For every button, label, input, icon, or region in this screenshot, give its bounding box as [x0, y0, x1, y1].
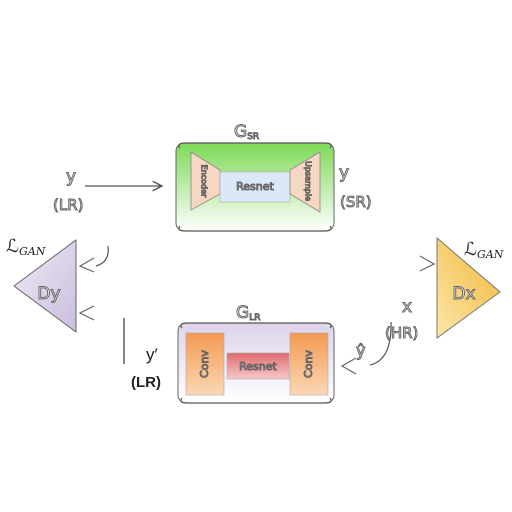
ysr-to-dy-curve: [95, 245, 109, 267]
ysr-to-dy-arrowhead: [78, 257, 95, 273]
y-lr-symbol: y: [66, 167, 76, 187]
dy-loss: ℒGAN: [6, 236, 46, 258]
glr-conv-left-label: Conv: [198, 350, 211, 378]
glr-bracket-bottom: [180, 397, 332, 404]
dy-loss-sub: GAN: [19, 245, 46, 258]
gsr-upsample-label: Upsample: [304, 161, 313, 201]
dy-discriminator: Dy ℒGAN: [6, 236, 77, 333]
gsr-bracket-top: [178, 142, 332, 149]
gsr-title-sub: SR: [247, 132, 259, 142]
dx-label: Dx: [452, 284, 475, 304]
glr-resnet-label: Resnet: [239, 360, 277, 373]
y-sr-symbol: y: [339, 163, 349, 183]
y-hat-symbol: ŷ: [356, 341, 365, 360]
glr-conv-right-label: Conv: [302, 350, 315, 378]
yprime-to-dy-arrowhead: [78, 305, 95, 321]
glr-title-main: G: [236, 303, 249, 323]
dx-loss: ℒGAN: [464, 239, 504, 261]
gsr-resnet-label: Resnet: [236, 180, 274, 193]
glr-resnet-block: [226, 352, 290, 380]
glr-bracket-top: [180, 322, 332, 329]
into-dx-arrowhead: [419, 255, 436, 272]
gsr-upsample-trapezoid: [289, 151, 321, 213]
dx-loss-script: ℒ: [464, 239, 477, 260]
y-prime-tag: (LR): [131, 374, 161, 391]
gsr-title: GSR: [234, 122, 259, 142]
glr-generator: Conv Resnet Conv GLR: [177, 303, 335, 404]
dy-loss-script: ℒ: [6, 236, 19, 257]
yhat-curve: [369, 321, 392, 366]
dy-triangle: [13, 239, 77, 333]
glr-conv-left: [185, 332, 225, 396]
yhat-to-glr-arrowhead: [340, 357, 357, 375]
dx-loss-sub: GAN: [477, 248, 504, 261]
x-hr-tag: (HR): [385, 324, 418, 342]
gsr-encoder-label: Encoder: [200, 165, 209, 198]
gsr-generator: Encoder Resnet Upsample GSR: [175, 122, 335, 232]
y-lr-tag: (LR): [53, 196, 83, 214]
glr-title-sub: LR: [249, 313, 260, 323]
dx-discriminator: Dx ℒGAN: [436, 236, 504, 339]
y-sr-tag: (SR): [340, 193, 372, 211]
x-hr-symbol: x: [402, 297, 412, 317]
dy-label: Dy: [37, 284, 60, 304]
y-prime-symbol: y′: [146, 345, 158, 364]
glr-title: GLR: [236, 303, 260, 323]
dx-triangle: [436, 236, 501, 339]
glr-conv-right: [289, 332, 329, 396]
gsr-title-main: G: [234, 122, 247, 142]
gsr-bracket-bottom: [178, 225, 332, 232]
